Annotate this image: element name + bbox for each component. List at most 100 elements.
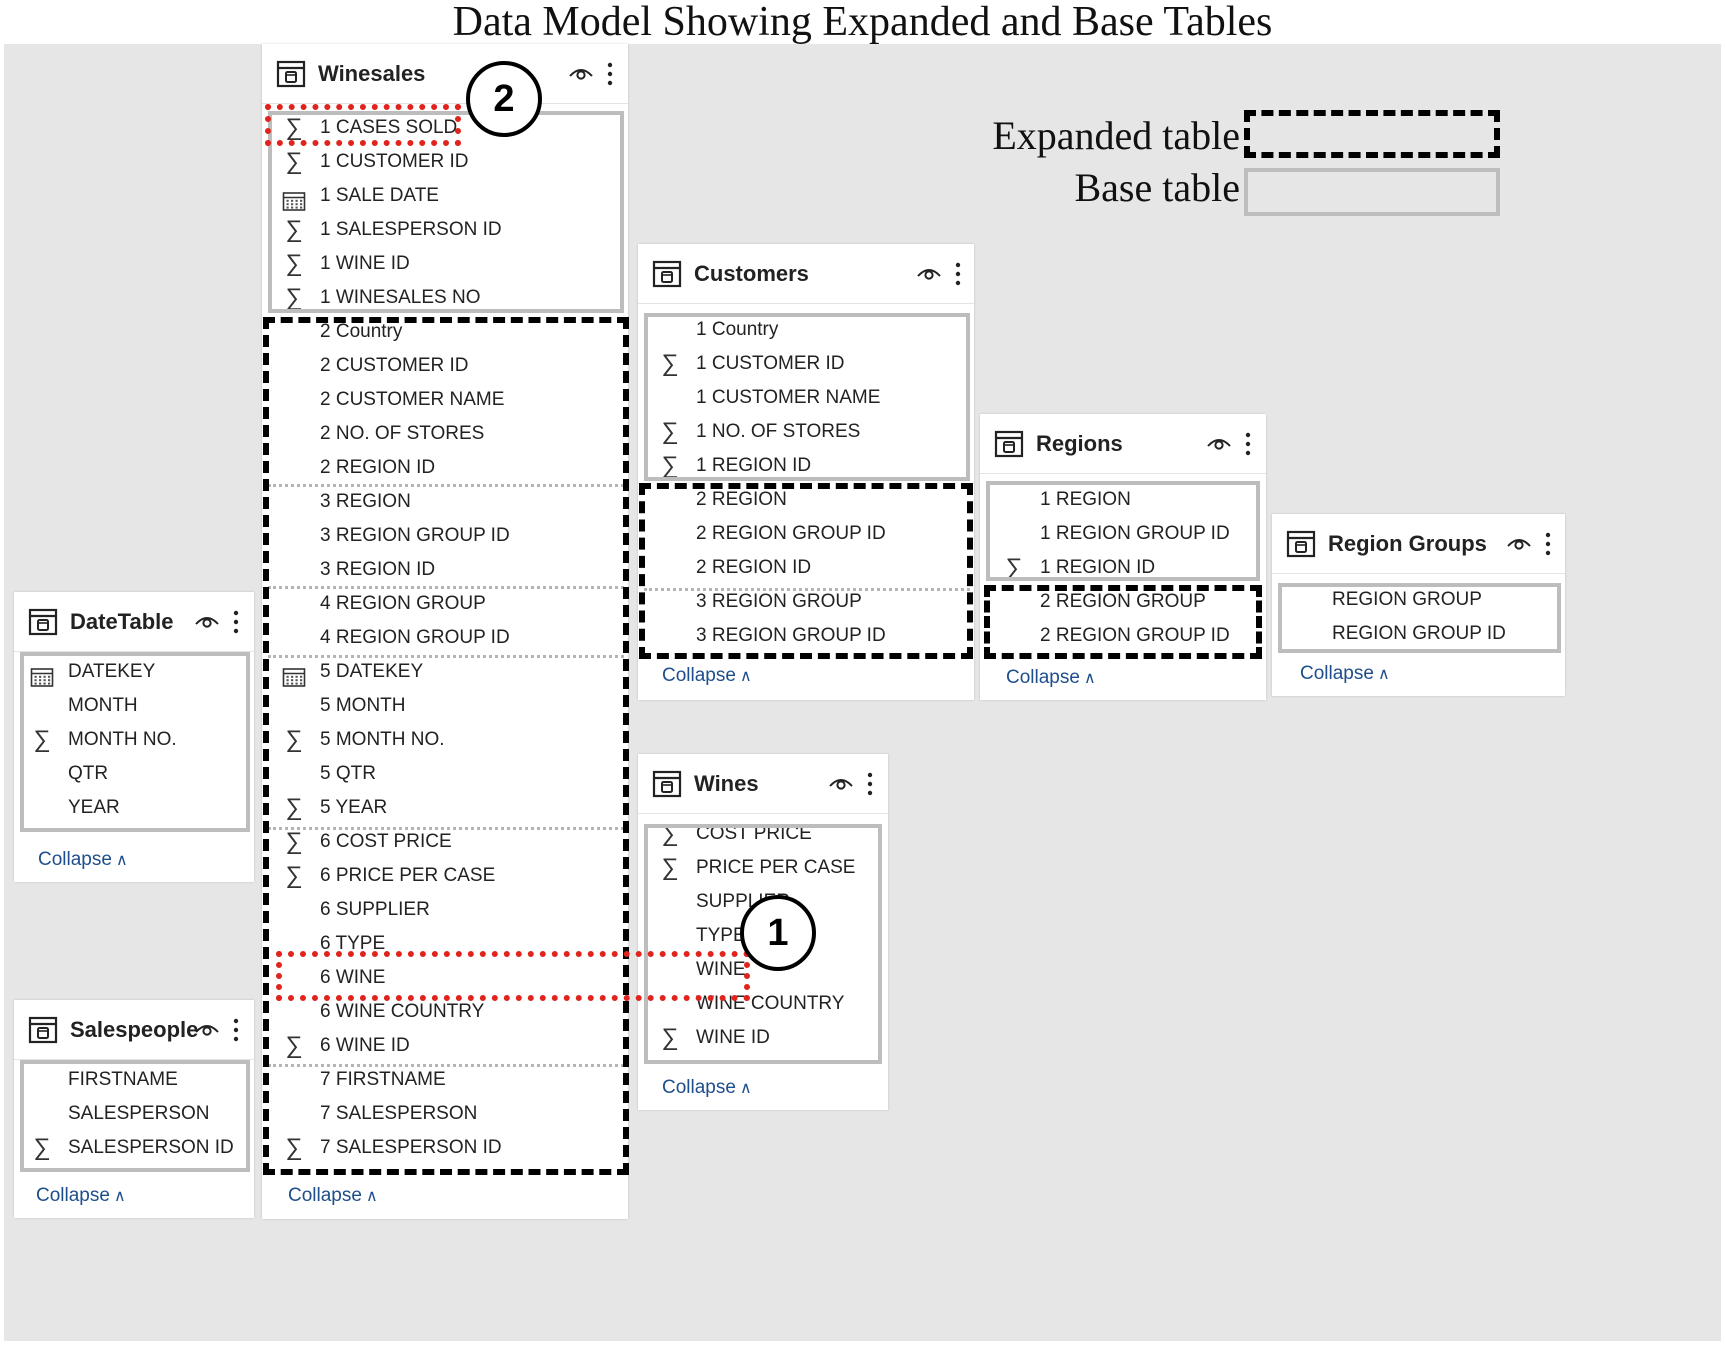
page-title: Data Model Showing Expanded and Base Tab… xyxy=(452,0,1273,45)
sigma-icon: ∑ xyxy=(285,794,303,821)
callout-2: 2 xyxy=(466,61,542,137)
field-name: 2 REGION xyxy=(696,489,787,510)
field-name: 7 FIRSTNAME xyxy=(320,1069,446,1090)
field-name: 1 WINE ID xyxy=(320,253,410,274)
collapse-link[interactable]: Collapse∧ xyxy=(662,664,752,689)
field-name: 1 SALESPERSON ID xyxy=(320,219,502,240)
eye-icon[interactable] xyxy=(1206,434,1232,452)
eye-icon[interactable] xyxy=(1506,534,1532,552)
collapse-label: Collapse xyxy=(662,1077,736,1098)
field-name: 1 REGION GROUP ID xyxy=(1040,523,1230,544)
sigma-icon: ∑ xyxy=(1005,554,1023,581)
more-vertical-icon[interactable] xyxy=(954,261,962,287)
field-name: 7 SALESPERSON xyxy=(320,1103,478,1124)
collapse-label: Collapse xyxy=(36,1185,110,1206)
collapse-link[interactable]: Collapse∧ xyxy=(662,1076,752,1101)
sigma-icon: ∑ xyxy=(285,726,303,753)
field-name: 6 WINE xyxy=(320,967,386,988)
collapse-link[interactable]: Collapse∧ xyxy=(38,848,128,873)
calendar-icon xyxy=(30,662,54,687)
sigma-icon: ∑ xyxy=(661,1024,679,1051)
table-name: Wines xyxy=(694,771,759,796)
sigma-icon: ∑ xyxy=(33,1134,51,1161)
table-icon xyxy=(276,59,306,89)
field-name: 6 WINE ID xyxy=(320,1035,410,1056)
field-name: MONTH NO. xyxy=(68,729,177,750)
eye-icon[interactable] xyxy=(828,774,854,792)
field-name: 2 NO. OF STORES xyxy=(320,423,485,444)
table-card-header[interactable]: Region Groups xyxy=(1272,514,1565,574)
table-card-header[interactable]: Winesales xyxy=(262,44,628,104)
calendar-icon xyxy=(282,186,306,211)
collapse-link[interactable]: Collapse∧ xyxy=(1006,666,1096,691)
sigma-icon: ∑ xyxy=(285,250,303,277)
sigma-icon: ∑ xyxy=(285,216,303,243)
chevron-up-icon: ∧ xyxy=(1083,670,1096,687)
field-name: 3 REGION GROUP ID xyxy=(320,525,510,546)
field-name: 5 MONTH NO. xyxy=(320,729,445,750)
sigma-icon: ∑ xyxy=(285,1032,303,1059)
sigma-icon: ∑ xyxy=(285,828,303,855)
table-card-header[interactable]: Wines xyxy=(638,754,888,814)
more-vertical-icon[interactable] xyxy=(1244,431,1252,457)
winesales-group-separator xyxy=(268,1064,624,1067)
field-name: 1 CASES SOLD xyxy=(320,117,458,138)
eye-icon[interactable] xyxy=(194,1020,220,1038)
field-name: 2 REGION ID xyxy=(320,457,436,478)
table-icon xyxy=(28,1015,58,1045)
eye-icon[interactable] xyxy=(194,612,220,630)
field-name: 3 REGION GROUP ID xyxy=(696,625,886,646)
eye-icon[interactable] xyxy=(568,64,594,82)
field-name: MONTH xyxy=(68,695,138,716)
regions-expanded-box xyxy=(984,585,1262,659)
field-name: 2 REGION GROUP ID xyxy=(696,523,886,544)
table-name: Region Groups xyxy=(1328,531,1487,556)
field-name: 1 NO. OF STORES xyxy=(696,421,861,442)
legend-expanded-label: Expanded table xyxy=(992,113,1240,158)
chevron-up-icon: ∧ xyxy=(1377,666,1390,683)
table-card-header[interactable]: Customers xyxy=(638,244,974,304)
table-icon xyxy=(1286,529,1316,559)
field-name: 2 REGION GROUP ID xyxy=(1040,625,1230,646)
field-name: REGION GROUP ID xyxy=(1332,623,1506,644)
field-name: FIRSTNAME xyxy=(68,1069,178,1090)
field-name: 1 SALE DATE xyxy=(320,185,439,206)
field-name: 5 DATEKEY xyxy=(320,661,424,682)
field-name: 1 WINESALES NO xyxy=(320,287,481,308)
collapse-link[interactable]: Collapse∧ xyxy=(1300,662,1390,687)
chevron-up-icon: ∧ xyxy=(365,1188,378,1205)
table-card-header[interactable]: Salespeople xyxy=(14,1000,254,1060)
table-card-header[interactable]: DateTable xyxy=(14,592,254,652)
table-icon xyxy=(994,429,1024,459)
more-vertical-icon[interactable] xyxy=(1544,531,1552,557)
more-vertical-icon[interactable] xyxy=(232,1017,240,1043)
highlight-cases-sold xyxy=(265,104,461,146)
more-vertical-icon[interactable] xyxy=(606,61,614,87)
table-card-header[interactable]: Regions xyxy=(980,414,1266,474)
collapse-link[interactable]: Collapse∧ xyxy=(288,1184,378,1209)
winesales-group-separator xyxy=(268,827,624,830)
table-name: Customers xyxy=(694,261,809,286)
field-name: 5 YEAR xyxy=(320,797,388,818)
field-name: 6 WINE COUNTRY xyxy=(320,1001,485,1022)
field-name: 1 REGION ID xyxy=(696,455,812,476)
legend-expanded-swatch xyxy=(1244,110,1500,158)
chevron-up-icon: ∧ xyxy=(739,668,752,685)
field-name: YEAR xyxy=(68,797,120,818)
more-vertical-icon[interactable] xyxy=(232,609,240,635)
collapse-link[interactable]: Collapse∧ xyxy=(36,1184,126,1209)
winesales-expanded-box xyxy=(263,317,629,1175)
field-name: 2 CUSTOMER ID xyxy=(320,355,469,376)
field-name: 5 QTR xyxy=(320,763,376,784)
field-name: 6 TYPE xyxy=(320,933,386,954)
eye-icon[interactable] xyxy=(916,264,942,282)
table-icon xyxy=(28,607,58,637)
more-vertical-icon[interactable] xyxy=(866,771,874,797)
table-name: Regions xyxy=(1036,431,1123,456)
